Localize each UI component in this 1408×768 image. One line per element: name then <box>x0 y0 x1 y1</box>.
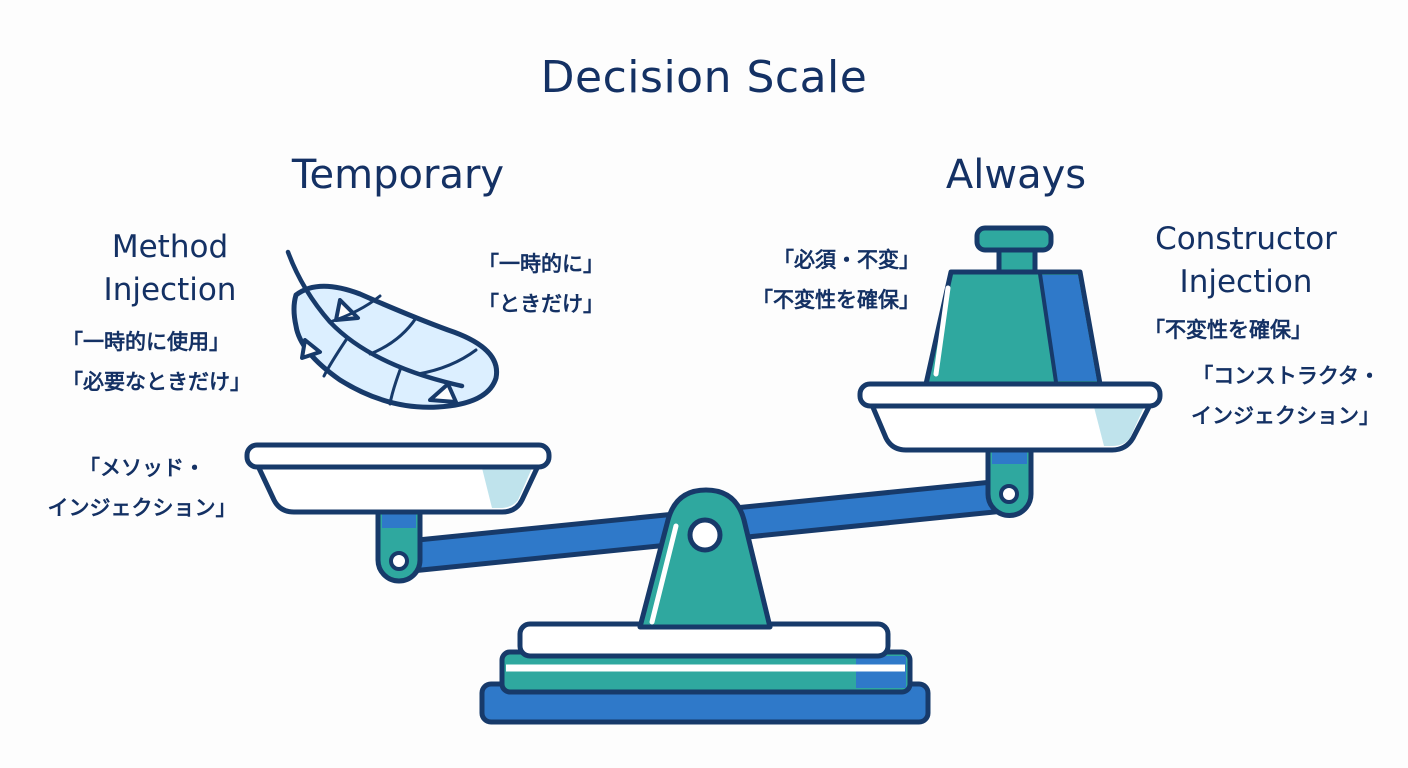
constructor-injection-label: Constructor Injection <box>1128 218 1364 304</box>
page-title: Decision Scale <box>540 52 868 103</box>
weight-icon <box>923 225 1103 387</box>
method-injection-label: Method Injection <box>90 226 250 312</box>
constructor-injection-jp-name: 「コンストラクタ・ インジェクション」 <box>1152 356 1380 436</box>
constructor-name-jp-line-2: インジェクション」 <box>1191 404 1380 428</box>
constructor-injection-jp-description: 「不変性を確保」 <box>1144 310 1312 350</box>
right-pan-rim <box>857 381 1163 409</box>
method-injection-jp-description: 「一時的に使用」 「必要なときだけ」 <box>62 322 251 402</box>
feather-note: 「一時的に」 「ときだけ」 <box>478 244 604 324</box>
method-injection-line-2: Injection <box>103 272 237 308</box>
feather-note-line-2: 「ときだけ」 <box>478 292 604 316</box>
method-name-jp-line-1: 「メソッド・ <box>79 456 205 480</box>
feather-icon <box>285 249 500 410</box>
method-name-jp-line-2: インジェクション」 <box>47 496 237 520</box>
right-pan-hanger <box>985 443 1034 518</box>
always-heading: Always <box>945 152 1087 198</box>
right-pan <box>869 402 1153 453</box>
constructor-name-jp-line-1: 「コンストラクタ・ <box>1192 364 1380 388</box>
constructor-injection-line-1: Constructor <box>1155 221 1337 257</box>
constructor-jp-line-1: 「不変性を確保」 <box>1144 318 1312 342</box>
left-pan <box>244 442 552 515</box>
scale-fulcrum <box>637 487 773 630</box>
weight-note-line-2: 「不変性を確保」 <box>752 288 920 312</box>
feather-note-line-1: 「一時的に」 <box>478 252 604 276</box>
constructor-injection-line-2: Injection <box>1179 264 1313 300</box>
temporary-heading: Temporary <box>291 152 505 198</box>
left-pan-hanger <box>375 505 423 584</box>
weight-note-line-1: 「必須・不変」 <box>773 248 920 272</box>
method-injection-line-1: Method <box>111 229 229 265</box>
scale-base <box>479 621 931 725</box>
method-jp-line-1: 「一時的に使用」 <box>62 330 230 354</box>
method-jp-line-2: 「必要なときだけ」 <box>62 370 251 394</box>
weight-note: 「必須・不変」 「不変性を確保」 <box>724 240 920 320</box>
method-injection-jp-name: 「メソッド・ インジェクション」 <box>34 448 250 528</box>
